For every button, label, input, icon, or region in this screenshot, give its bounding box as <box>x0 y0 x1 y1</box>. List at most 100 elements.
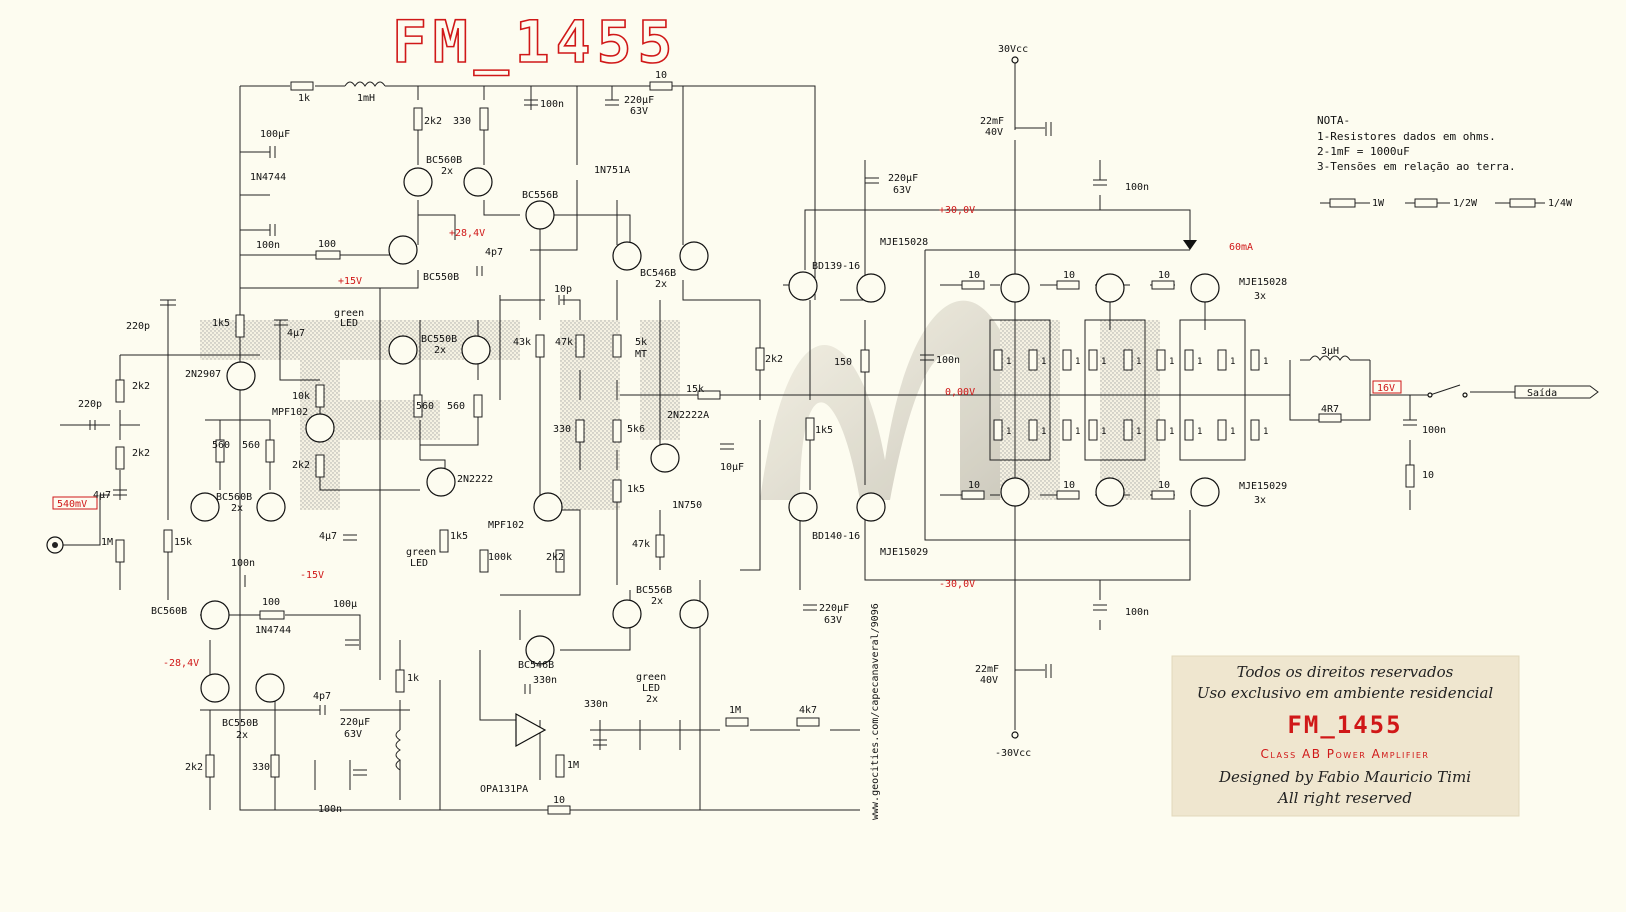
label-r4k7: 4k7 <box>799 705 817 716</box>
label-r47k-b: 47k <box>632 539 650 550</box>
label-r-one-14: 1 <box>1230 357 1235 367</box>
output-switch[interactable] <box>1429 384 1461 396</box>
label-c100n-e: 100n <box>936 355 960 366</box>
voltage-m284: -28,4V <box>163 658 199 669</box>
label-c100u: 100µF <box>260 129 290 140</box>
label-r2k2-a: 2k2 <box>424 116 442 127</box>
component-labels: 1k 1mH 10 100µF 1N4744 100n 100 BC550B 2… <box>78 70 1446 815</box>
label-c100n-a: 100n <box>256 240 280 251</box>
label-q-2x-b: 2x <box>655 279 667 290</box>
label-r-one-2: 1 <box>1041 357 1046 367</box>
label-r2k2-g: 2k2 <box>765 354 783 365</box>
label-c100n-g: 100n <box>1125 607 1149 618</box>
label-q-2x-d: 2x <box>231 503 243 514</box>
label-d-led-c: LED <box>642 683 660 694</box>
label-c10p: 10p <box>554 284 572 295</box>
label-q-mje15028-a: MJE15028 <box>880 237 928 248</box>
notes-heading: NOTA- <box>1317 114 1350 127</box>
legend-half-w: 1/2W <box>1453 198 1478 209</box>
label-r43k: 43k <box>513 337 531 348</box>
legend-quarter-w: 1/4W <box>1548 198 1573 209</box>
label-r47k-a: 47k <box>555 337 573 348</box>
copyright-line-4: All right reserved <box>1276 789 1412 807</box>
notes-line-1: 1-Resistores dados em ohms. <box>1317 130 1496 143</box>
label-r1m-a: 1M <box>101 537 113 548</box>
label-c63v-a: 63V <box>630 106 648 117</box>
label-r5k-mt: 5k <box>635 337 647 348</box>
label-r5k6: 5k6 <box>627 424 645 435</box>
label-r-one-18: 1 <box>1263 427 1268 437</box>
label-l1mh-top: 1mH <box>357 93 375 104</box>
label-q-bc550b-b: BC550B <box>421 334 457 345</box>
label-r1m-b: 1M <box>567 760 579 771</box>
supply-pos-terminal <box>1011 56 1019 64</box>
label-q-bd140: BD140-16 <box>812 531 860 542</box>
label-r330-a: 330 <box>453 116 471 127</box>
label-r560-d: 560 <box>242 440 260 451</box>
label-c10u: 10µF <box>720 462 744 473</box>
label-c4p7-b: 4p7 <box>313 691 331 702</box>
label-c100n-c: 100n <box>231 558 255 569</box>
label-q-mje15029-a: MJE15029 <box>880 547 928 558</box>
label-q-bd139: BD139-16 <box>812 261 860 272</box>
label-q-3x-a: 3x <box>1254 291 1266 302</box>
label-c100n-d: 100n <box>318 804 342 815</box>
label-mt: MT <box>635 349 647 360</box>
label-c4u7-a: 4µ7 <box>287 328 305 339</box>
label-q-mje15028-b: MJE15028 <box>1239 277 1287 288</box>
label-q-mpf102-a: MPF102 <box>272 407 308 418</box>
voltage-0: 0,00V <box>945 387 975 398</box>
label-c330n-a: 330n <box>533 675 557 686</box>
inductor-bottom <box>395 729 401 771</box>
label-r100-a: 100 <box>318 239 336 250</box>
label-r1k5-d: 1k5 <box>815 425 833 436</box>
voltage-annotations: 540mV 16V +15V -15V +28,4V -28,4V +30,0V… <box>52 205 1402 669</box>
label-d-green-c: green <box>636 672 666 683</box>
label-r1k-top: 1k <box>298 93 310 104</box>
voltage-p15: +15V <box>338 276 362 287</box>
opamp-symbol <box>515 712 547 748</box>
label-c220u-d: 220µF <box>819 603 849 614</box>
label-d-green-b: green <box>406 547 436 558</box>
label-c22mf-b: 22mF <box>975 664 999 675</box>
label-q-2x-f: 2x <box>646 694 658 705</box>
label-c4p7-a: 4p7 <box>485 247 503 258</box>
label-r100-b: 100 <box>262 597 280 608</box>
label-r10k: 10k <box>292 391 310 402</box>
label-c330n-b: 330n <box>584 699 608 710</box>
current-arrow <box>1183 240 1197 250</box>
label-c100n-h: 100n <box>1422 425 1446 436</box>
label-q-bc560b-a: BC560B <box>426 155 462 166</box>
label-d1n751a-a: 1N751A <box>594 165 630 176</box>
label-q-bc546b-b: BC546B <box>518 660 554 671</box>
label-q-bc550b-a: BC550B <box>423 272 459 283</box>
label-r-one-8: 1 <box>1136 357 1141 367</box>
supply-pos-label: 30Vcc <box>998 44 1028 55</box>
label-r2k2-f: 2k2 <box>185 762 203 773</box>
inductor-top <box>344 81 386 87</box>
label-r4r7: 4R7 <box>1321 404 1339 415</box>
label-c220u-b: 220µF <box>340 717 370 728</box>
label-q-bc550b-c: BC550B <box>222 718 258 729</box>
copyright-line-2: Uso exclusivo em ambiente residencial <box>1197 684 1494 702</box>
label-q-2n2907: 2N2907 <box>185 369 221 380</box>
label-q-mpf102-b: MPF102 <box>488 520 524 531</box>
label-r560-a: 560 <box>416 401 434 412</box>
label-q-2x-a: 2x <box>441 166 453 177</box>
output-terminal[interactable] <box>1514 385 1599 399</box>
label-c220u-a: 220µF <box>624 95 654 106</box>
label-c4u7-c: 4µ7 <box>319 531 337 542</box>
copyright-line-3: Designed by Fabio Mauricio Timi <box>1218 768 1471 786</box>
label-r1k-b: 1k <box>407 673 419 684</box>
voltage-output: 16V <box>1377 383 1395 394</box>
label-r330-b: 330 <box>553 424 571 435</box>
website-watermark: www.geocities.com/capecanaveral/9096 <box>870 603 881 820</box>
label-q-3x-b: 3x <box>1254 495 1266 506</box>
label-r10-x1: 10 <box>968 270 980 281</box>
label-d1n4744: 1N4744 <box>250 172 286 183</box>
label-r10-x4: 10 <box>968 480 980 491</box>
label-d1n750: 1N750 <box>672 500 702 511</box>
label-q-2n2222a: 2N2222A <box>667 410 709 421</box>
label-c100u-b: 100µ <box>333 599 357 610</box>
